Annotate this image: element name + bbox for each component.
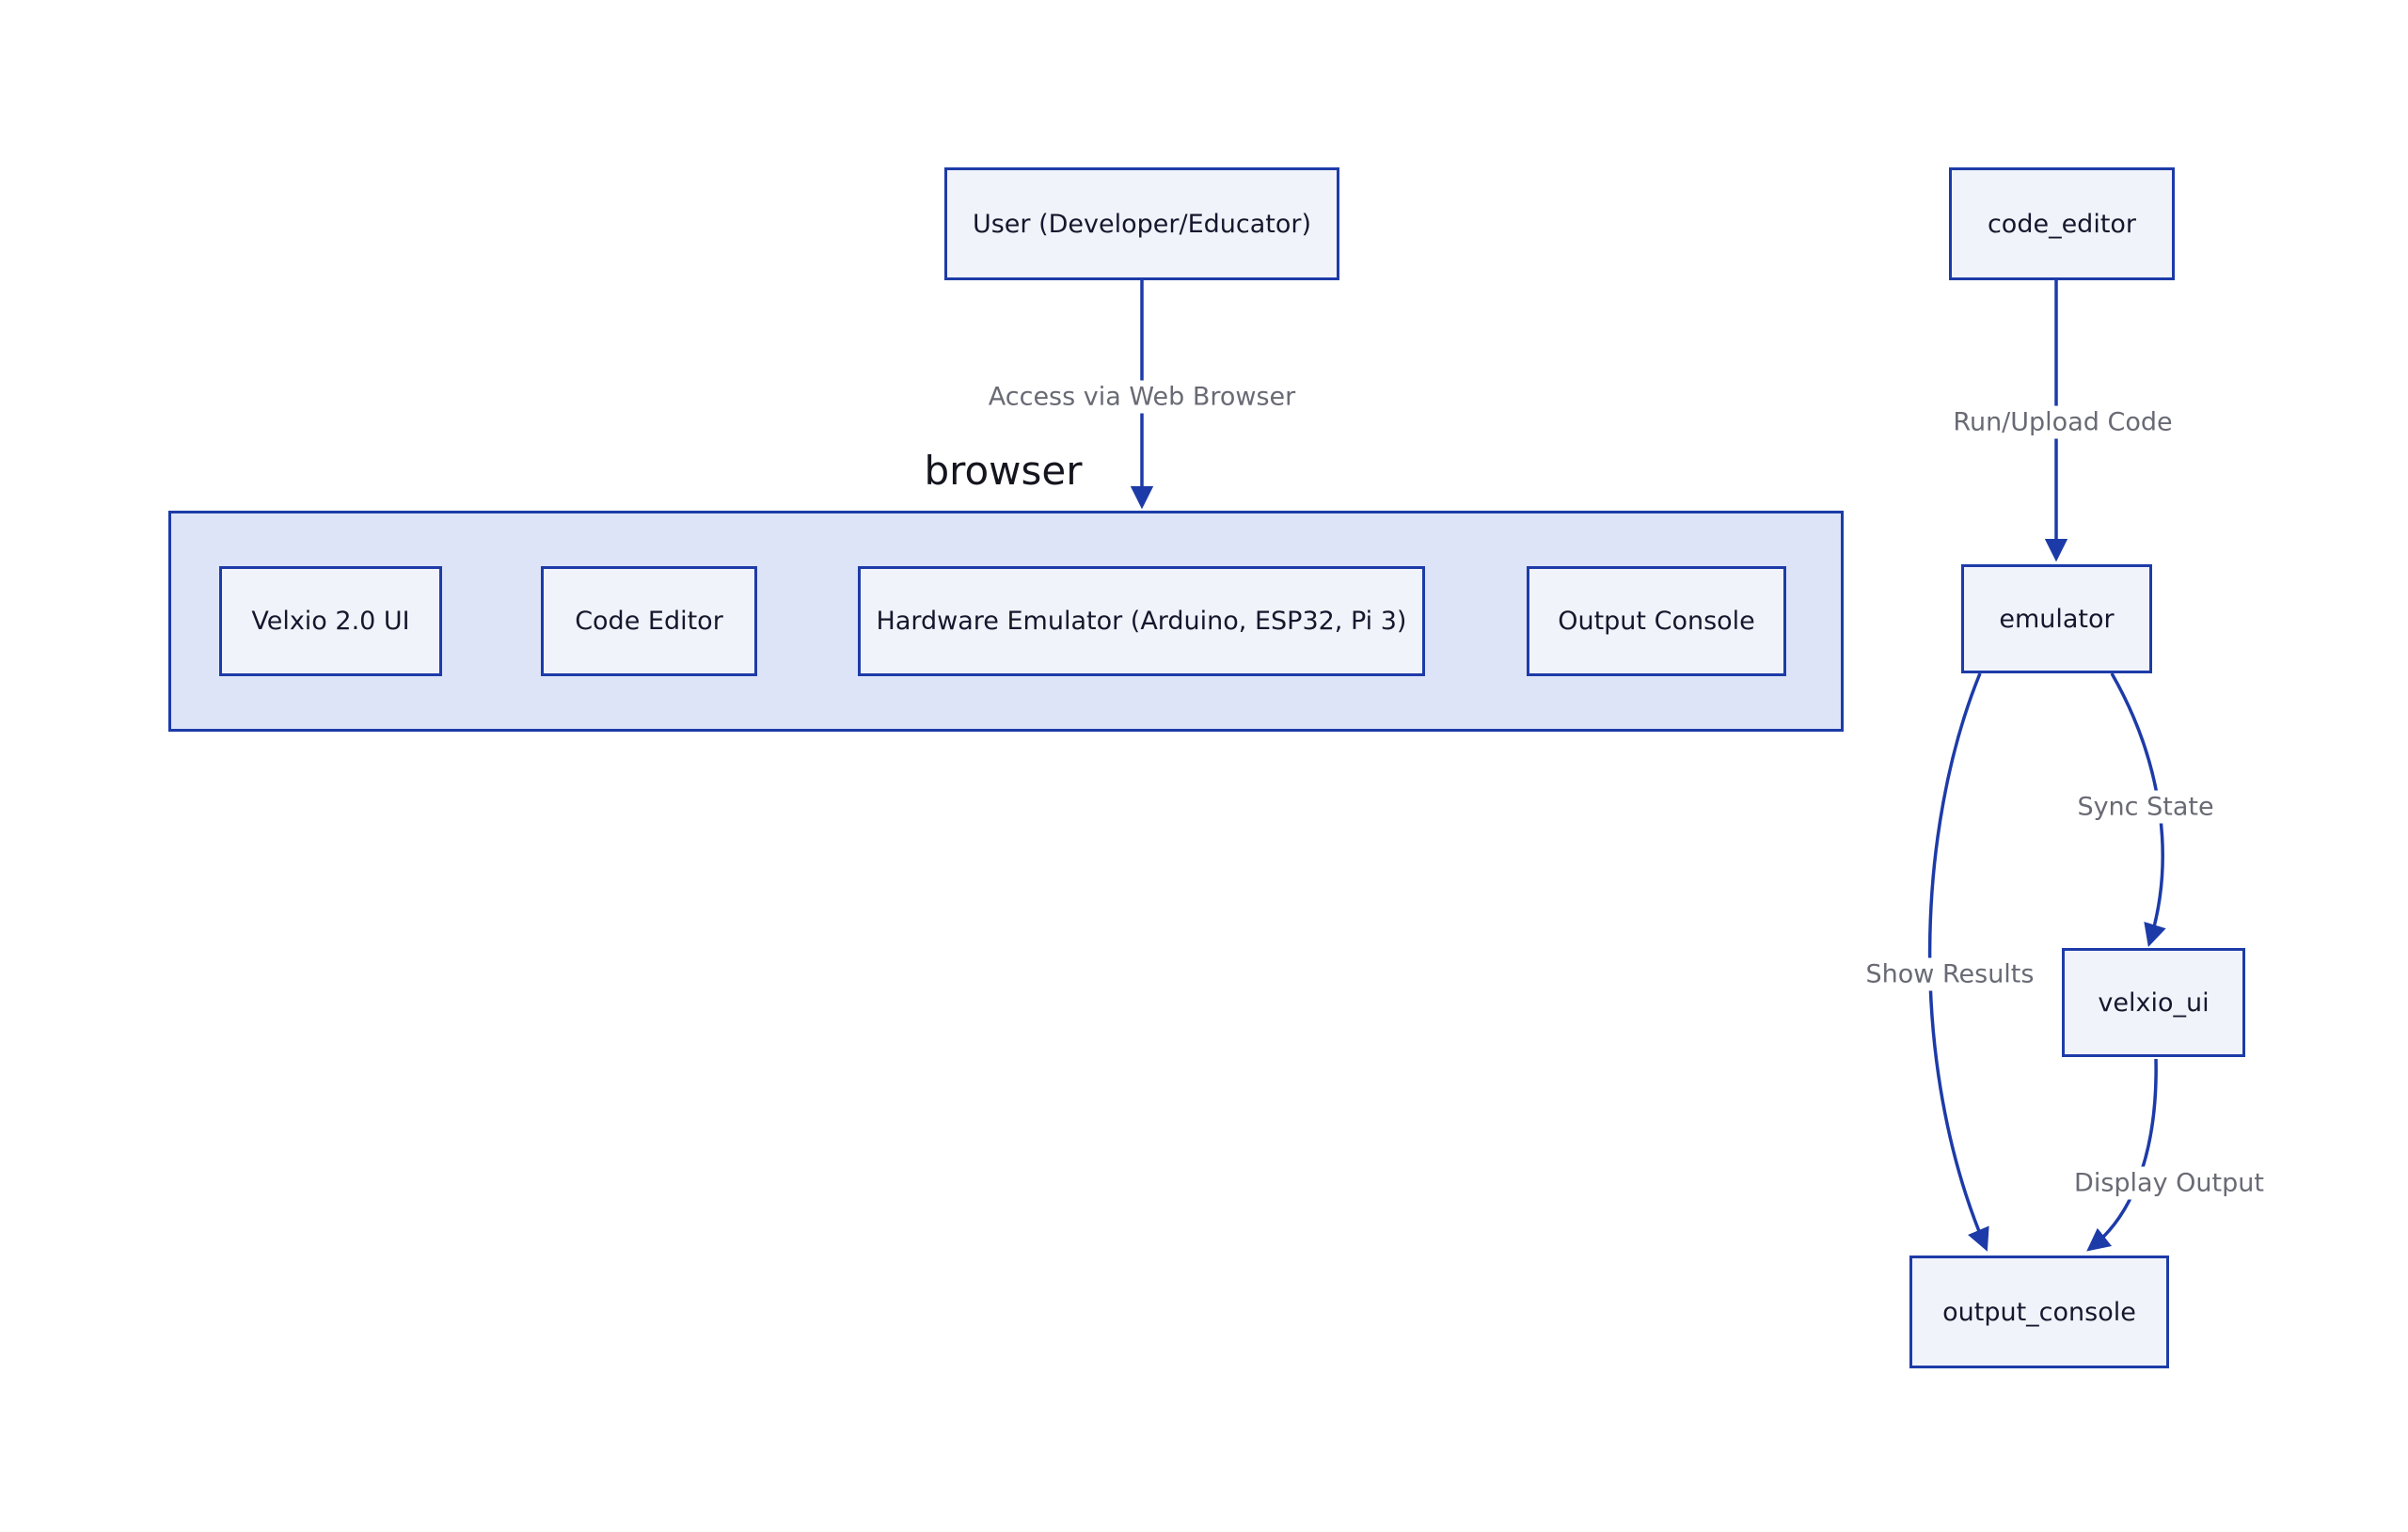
cluster-title-browser: browser [924,448,1083,494]
node-code-editor: code_editor [1949,167,2175,280]
edge-emulator-to-output-console [1927,672,1989,1252]
node-code-editor-box: Code Editor [541,566,757,676]
node-user: User (Developer/Educator) [944,167,1339,280]
edge-label-run-upload-code: Run/Upload Code [1945,405,2180,439]
edge-label-show-results: Show Results [1858,957,2042,991]
node-hardware-emulator: Hardware Emulator (Arduino, ESP32, Pi 3) [858,566,1425,676]
node-velxio-2-0-ui: Velxio 2.0 UI [219,566,442,676]
node-output-console-box: Output Console [1527,566,1786,676]
edge-label-sync-state: Sync State [2069,790,2222,824]
node-velxio-ui: velxio_ui [2062,948,2245,1057]
edge-label-display-output: Display Output [2067,1166,2272,1200]
edge-velxio-ui-to-output-console [2086,1058,2158,1252]
edge-label-access-via-web-browser: Access via Web Browser [980,380,1304,414]
node-emulator: emulator [1961,564,2152,673]
node-output-console: output_console [1909,1256,2169,1368]
